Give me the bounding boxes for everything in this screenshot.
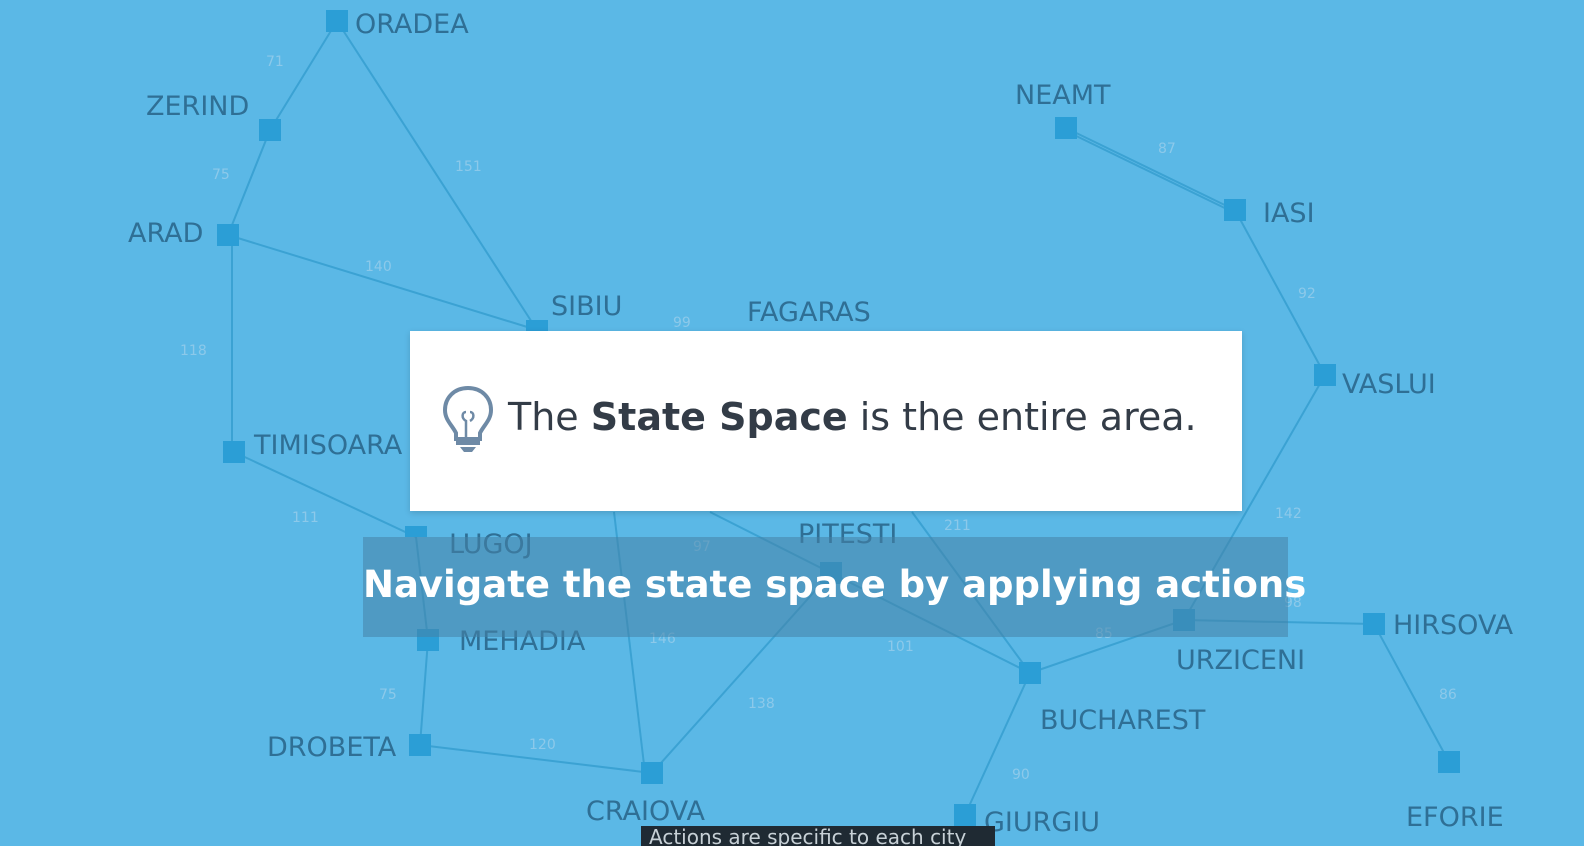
dist-label: 118	[180, 343, 207, 359]
node-timisoara	[223, 441, 245, 463]
road-bucharest-giurgiu	[964, 672, 1031, 816]
city-label-arad: ARAD	[128, 218, 203, 249]
dist-label: 92	[1298, 286, 1316, 302]
city-label-iasi: IASI	[1263, 198, 1315, 229]
node-bucharest	[1019, 662, 1041, 684]
road-zerind-arad	[227, 129, 271, 236]
node-neamt	[1055, 117, 1077, 139]
node-sibiu	[526, 320, 548, 334]
dist-label: 138	[748, 696, 775, 712]
road-iasi-neamt	[1065, 127, 1236, 211]
dist-label: 90	[1012, 767, 1030, 783]
road-timisoara-lugoj	[233, 451, 417, 538]
road-drobeta-craiova	[419, 744, 653, 774]
city-label-oradea: ORADEA	[355, 9, 469, 40]
dist-label: 71	[266, 54, 284, 70]
dist-label: 99	[673, 315, 691, 331]
tip-callout: The State Space is the entire area.	[410, 331, 1242, 511]
node-oradea	[326, 10, 348, 32]
city-label-sibiu: SIBIU	[551, 291, 622, 322]
callout-text: The State Space is the entire area.	[508, 395, 1197, 439]
road-hirsova-eforie	[1373, 623, 1450, 763]
node-hirsova	[1363, 613, 1385, 635]
city-label-vaslui: VASLUI	[1342, 369, 1436, 400]
road-oradea-sibiu	[336, 20, 538, 331]
subtitle-text: Actions are specific to each city	[649, 826, 967, 846]
city-label-giurgiu: GIURGIU	[984, 807, 1100, 838]
city-nodes	[217, 10, 1460, 826]
city-label-urziceni: URZICENI	[1176, 645, 1305, 676]
road-iasi-neamt-2	[1065, 130, 1236, 214]
caption-text: Navigate the state space by applying act…	[363, 563, 1307, 606]
dist-label: 86	[1439, 687, 1457, 703]
city-label-fagaras: FAGARAS	[747, 297, 871, 328]
city-label-craiova: CRAIOVA	[586, 796, 705, 827]
road-vaslui-iasi	[1234, 209, 1326, 376]
node-lugoj	[405, 526, 427, 537]
dist-label: 98	[1284, 595, 1302, 611]
node-zerind	[259, 119, 281, 141]
dist-label: 140	[365, 259, 392, 275]
city-label-hirsova: HIRSOVA	[1393, 610, 1514, 641]
road-arad-sibiu	[227, 234, 538, 331]
node-giurgiu	[954, 804, 976, 826]
city-label-timisoara: TIMISOARA	[253, 430, 403, 461]
city-labels: ORADEA ZERIND ARAD SIBIU FAGARAS TIMISOA…	[128, 9, 1514, 838]
node-drobeta	[409, 734, 431, 756]
node-vaslui	[1314, 364, 1336, 386]
city-label-neamt: NEAMT	[1015, 80, 1111, 111]
dist-label: 142	[1275, 506, 1302, 522]
dist-label: 120	[529, 737, 556, 753]
dist-label: 211	[944, 518, 971, 534]
subtitle-bar: Actions are specific to each city	[641, 826, 995, 846]
dist-label: 87	[1158, 141, 1176, 157]
node-arad	[217, 224, 239, 246]
caption-banner: Navigate the state space by applying act…	[363, 537, 1307, 637]
node-iasi	[1224, 199, 1246, 221]
node-eforie	[1438, 751, 1460, 773]
city-label-drobeta: DROBETA	[267, 732, 397, 763]
dist-label: 101	[887, 639, 914, 655]
node-craiova	[641, 762, 663, 784]
city-label-eforie: EFORIE	[1406, 802, 1504, 833]
callout-suffix: is the entire area.	[859, 395, 1197, 439]
city-label-bucharest: BUCHAREST	[1040, 705, 1206, 736]
dist-label: 75	[379, 687, 397, 703]
road-mehadia-drobeta	[419, 639, 429, 746]
callout-bold-term: State Space	[590, 395, 848, 439]
city-label-zerind: ZERIND	[146, 91, 249, 122]
dist-label: 151	[455, 159, 482, 175]
dist-label: 75	[212, 167, 230, 183]
callout-prefix: The	[508, 395, 579, 439]
lightbulb-icon	[442, 385, 494, 459]
road-oradea-zerind	[269, 20, 338, 131]
dist-label: 111	[292, 510, 319, 526]
